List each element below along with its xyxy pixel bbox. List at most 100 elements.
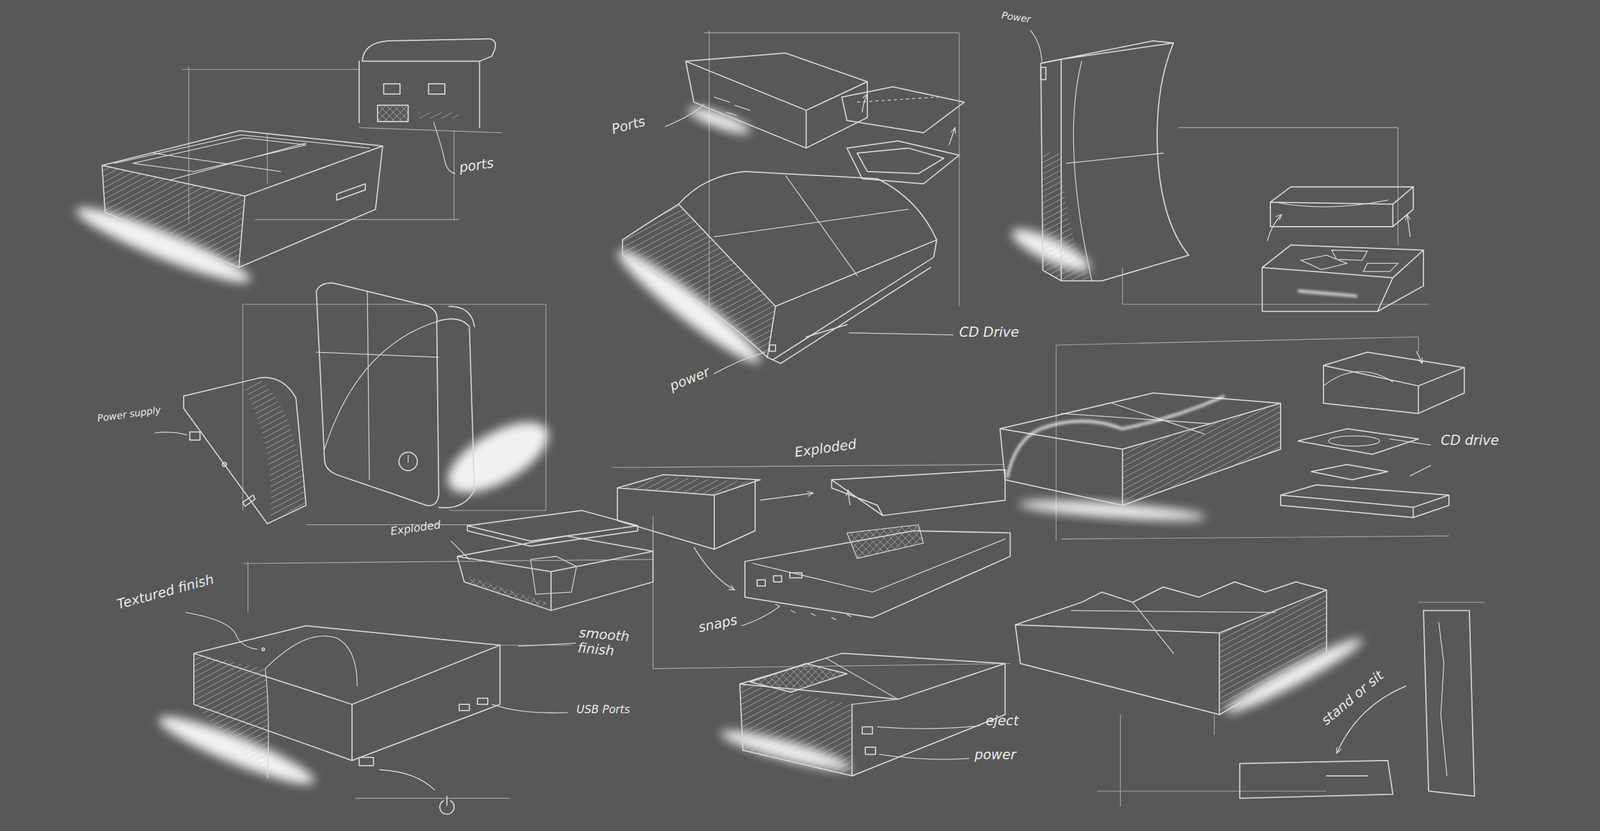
console-sketch-4-stroke bbox=[1262, 245, 1424, 312]
exploded-sketch-1-stroke bbox=[741, 606, 780, 626]
console-sketch-3 bbox=[609, 30, 965, 374]
console-sketch-4-stroke bbox=[1267, 214, 1282, 241]
console-sketch-7-stroke bbox=[739, 683, 852, 776]
console-sketch-5 bbox=[1000, 336, 1465, 541]
console-sketch-2 bbox=[154, 282, 559, 525]
console-sketch-4-stroke bbox=[1042, 152, 1062, 281]
console-sketch-8-stroke bbox=[1438, 622, 1448, 776]
exploded-sketch-1-stroke bbox=[757, 572, 802, 587]
console-sketch-5-stroke bbox=[1328, 435, 1380, 447]
console-sketch-5-stroke bbox=[1061, 403, 1209, 434]
console-sketch-6-stroke bbox=[458, 704, 470, 711]
console-sketch-4 bbox=[1007, 30, 1429, 312]
console-sketch-8 bbox=[1015, 581, 1485, 807]
exploded-sketch-1-stroke bbox=[775, 604, 852, 620]
console-sketch-2-stroke bbox=[398, 451, 418, 471]
console-sketch-5-stroke bbox=[1122, 403, 1281, 505]
console-sketch-1-stroke bbox=[383, 83, 400, 95]
console-sketch-1-stroke bbox=[336, 183, 366, 201]
exploded-sketch-1-stroke bbox=[617, 474, 761, 549]
console-sketch-3-stroke bbox=[862, 94, 868, 113]
console-sketch-3-stroke bbox=[714, 175, 909, 276]
console-sketch-6-stroke bbox=[265, 635, 358, 778]
console-sketch-8-stroke bbox=[1071, 602, 1276, 654]
exploded-sketch-2-stroke bbox=[456, 535, 653, 610]
callout-label: Power supply bbox=[96, 404, 162, 425]
console-sketch-3-stroke bbox=[685, 53, 868, 148]
console-sketch-6-stroke bbox=[491, 704, 568, 713]
exploded-sketch-1 bbox=[612, 464, 1011, 669]
callout-label: CD Drive bbox=[959, 324, 1020, 340]
console-sketch-6-stroke bbox=[477, 698, 488, 705]
console-sketch-7-stroke bbox=[826, 657, 898, 704]
console-sketch-1-stroke bbox=[359, 39, 496, 128]
console-sketch-7-stroke bbox=[879, 753, 969, 760]
console-sketch-6-stroke bbox=[518, 643, 576, 647]
console-sketch-3-stroke bbox=[949, 127, 956, 145]
console-sketch-6-stroke bbox=[193, 652, 269, 778]
console-sketch-5-stroke bbox=[1018, 496, 1207, 525]
console-sketch-3-stroke bbox=[622, 204, 776, 358]
callout-label: USB Ports bbox=[576, 703, 630, 717]
console-sketch-6-stroke bbox=[261, 647, 265, 651]
console-sketch-1-stroke bbox=[428, 83, 446, 95]
console-sketch-4-stroke bbox=[1061, 163, 1092, 281]
console-sketch-5-stroke bbox=[1323, 352, 1465, 414]
exploded-sketch-2-stroke bbox=[530, 556, 577, 594]
exploded-sketch-1-stroke bbox=[760, 492, 814, 500]
console-sketch-5-stroke bbox=[1007, 396, 1225, 479]
console-sketch-7-stroke bbox=[739, 652, 1006, 776]
console-sketch-5-stroke bbox=[1311, 464, 1389, 480]
console-sketch-3-stroke bbox=[846, 140, 959, 184]
console-sketch-8-stroke bbox=[1239, 760, 1393, 799]
console-sketch-3-stroke bbox=[849, 332, 954, 335]
console-sketch-6-stroke bbox=[379, 769, 435, 790]
console-sketch-3-stroke bbox=[714, 352, 766, 374]
console-sketch-5-stroke bbox=[1000, 392, 1281, 505]
exploded-sketch-2-stroke bbox=[467, 510, 638, 546]
callout-label: Exploded bbox=[389, 518, 442, 538]
callout-label: smooth finish bbox=[576, 624, 647, 662]
console-sketch-3-stroke bbox=[856, 97, 939, 103]
console-sketch-7-stroke bbox=[750, 663, 847, 692]
console-sketch-3-stroke bbox=[841, 87, 964, 134]
callout-label: eject bbox=[985, 712, 1019, 729]
console-sketch-5-stroke bbox=[1416, 351, 1423, 364]
exploded-sketch-1-stroke bbox=[831, 469, 1005, 516]
callout-label: CD drive bbox=[1440, 432, 1503, 448]
console-sketch-4-stroke bbox=[1270, 186, 1414, 227]
console-sketch-1-stroke bbox=[418, 112, 460, 119]
exploded-sketch-1-stroke bbox=[612, 464, 1011, 669]
console-sketch-8-stroke bbox=[1423, 610, 1475, 797]
console-sketch-2-stroke bbox=[242, 304, 546, 525]
console-sketch-8-stroke bbox=[1015, 581, 1327, 715]
console-sketch-5-stroke bbox=[1297, 428, 1419, 455]
console-sketch-7-stroke bbox=[865, 746, 876, 754]
console-sketch-5-stroke bbox=[1390, 439, 1432, 476]
console-sketch-6-stroke bbox=[439, 796, 454, 815]
console-sketch-3-stroke bbox=[665, 104, 705, 127]
exploded-sketch-1-stroke bbox=[693, 547, 735, 591]
console-sketch-1-stroke bbox=[359, 127, 502, 133]
callout-label: power bbox=[667, 364, 712, 395]
console-sketch-4-stroke bbox=[1066, 61, 1163, 281]
console-sketch-5-stroke bbox=[1280, 484, 1449, 518]
console-sketch-2-stroke bbox=[437, 407, 559, 507]
console-sketch-4-stroke bbox=[1040, 59, 1062, 281]
console-sketch-1-stroke bbox=[377, 104, 409, 122]
exploded-sketch-2-stroke bbox=[469, 576, 546, 608]
callout-label: Exploded bbox=[793, 436, 858, 461]
console-sketch-2-stroke bbox=[436, 305, 475, 508]
console-sketch-4-stroke bbox=[1297, 290, 1357, 296]
console-sketch-2-stroke bbox=[190, 432, 201, 441]
console-sketch-6 bbox=[154, 559, 653, 815]
console-sketch-6-stroke bbox=[185, 612, 258, 649]
console-sketch-4-stroke bbox=[1407, 214, 1411, 237]
console-sketch-6-stroke bbox=[359, 757, 374, 766]
console-sketch-2-stroke bbox=[154, 432, 187, 435]
console-sketch-4-stroke bbox=[1030, 30, 1042, 62]
console-sketch-7-stroke bbox=[750, 663, 847, 692]
